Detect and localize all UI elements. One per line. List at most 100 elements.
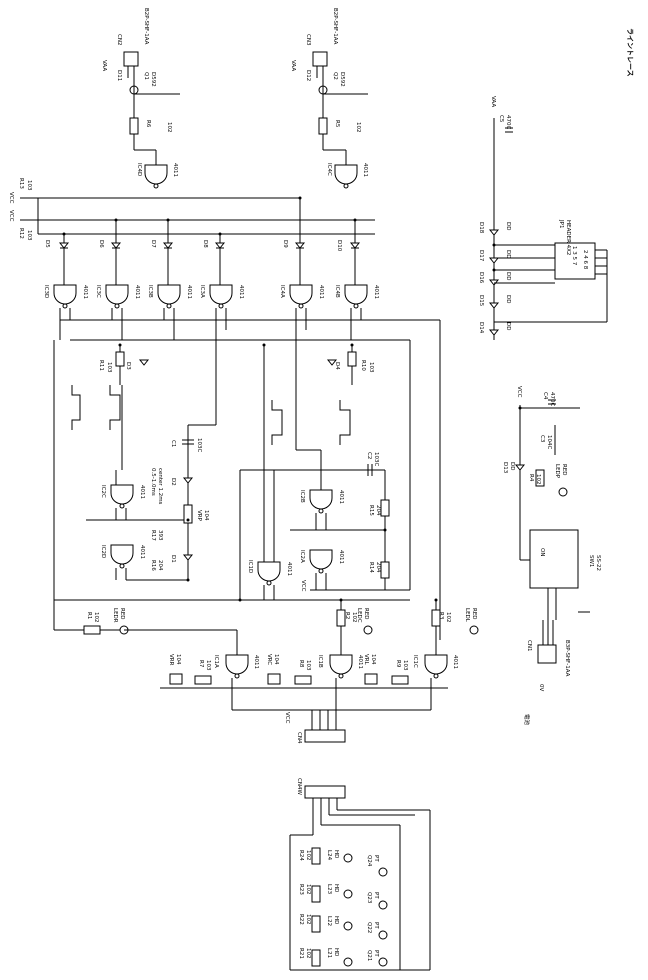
gate-ic3d: IC3D 4011: [43, 284, 88, 309]
capacitor-c5: C5 470C: [498, 115, 513, 133]
ic3a-part: 4011: [238, 285, 244, 299]
gate-ic4a: IC4A 4011: [279, 284, 324, 309]
gate-ic1c: IC1C 4011: [412, 654, 458, 679]
d11-ref: D11: [116, 70, 122, 81]
gate-ic3b: IC3B 4011: [147, 284, 192, 309]
on-label: ON: [539, 548, 545, 556]
q22-value: PT: [373, 922, 379, 929]
q1-part: D592: [150, 72, 156, 87]
ic4c-ref: IC4C: [326, 163, 332, 176]
diode-row: D5 D6 D7 D8 D9 D10: [44, 198, 361, 285]
timing-line-2: center 1.2ms: [157, 468, 163, 505]
ic4a-ref: IC4A: [279, 285, 285, 298]
gate-ic3a: IC3A 4011: [199, 284, 244, 309]
schematic-title: ライントレース: [626, 28, 634, 77]
resistor-r5: R5 102: [318, 110, 361, 150]
l23-ref: L23: [326, 884, 332, 895]
diode-d14: D14 DD: [478, 322, 511, 336]
r5-ref: R5: [334, 120, 340, 128]
vrp-value: 104: [203, 510, 209, 521]
q24-ref: Q24: [366, 855, 372, 867]
connector-cn3: CN3 B2P-SHF-1AA: [305, 8, 338, 78]
resistor-r24: R24 102: [298, 847, 321, 865]
d3-ref: D3: [125, 362, 131, 370]
ic3b-part: 4011: [186, 285, 192, 299]
gate-ic1b: IC1B 4011: [317, 654, 363, 679]
ic3c-part: 4011: [134, 285, 140, 299]
pot-vrl: VRL 104: [363, 654, 378, 685]
resistor-r21: R21 102: [298, 948, 321, 967]
vrc-value: 104: [273, 654, 279, 665]
capacitor-c1: C1 103C: [170, 425, 202, 458]
ledc-value: RED: [363, 608, 369, 620]
resistor-r1: R1 102: [54, 612, 120, 635]
capacitor-c3: C3 104C: [539, 425, 556, 455]
r5-value: 102: [355, 122, 361, 133]
jp1-pins-even: 2 4 6 8: [582, 250, 588, 270]
gate-ic4d: IC4D 4011: [136, 163, 178, 189]
diode-d1: D1: [170, 540, 194, 580]
header-jp1: JP1 HEADER 4X2 1 3 5 7 2 4 6 8: [554, 219, 596, 280]
transistor-q2: Q2 D592 D12 VAA: [290, 60, 368, 110]
ic3a-ref: IC3A: [199, 285, 205, 298]
gate-ic4b: IC4B 4011: [334, 284, 379, 309]
r3-ref: R3: [438, 612, 444, 620]
junctions: [62, 196, 522, 602]
ic4b-part: 4011: [373, 285, 379, 299]
d18-ref: D18: [478, 222, 484, 234]
ledl-ref: LEDL: [464, 608, 470, 623]
r16-ref: R16: [150, 560, 156, 571]
pot-vrr: VRR 104: [168, 654, 183, 685]
ic1a-ref: IC1A: [213, 655, 219, 668]
r10-ref: R10: [360, 360, 366, 371]
jp1-part: HEADER 4X2: [565, 220, 571, 255]
cn3-part: B2P-SHF-1AA: [332, 8, 338, 45]
r9-ref: R9: [395, 660, 401, 668]
diode-d6: D6: [98, 220, 122, 285]
ledp-value: RED: [561, 464, 567, 476]
battery-label: 電池: [523, 714, 531, 726]
capacitor-c2: C2 103C: [240, 452, 385, 476]
vrc-ref: VRC: [266, 654, 272, 665]
ledp-ref: LEDP: [554, 464, 560, 479]
ic4d-part: 4011: [172, 163, 178, 177]
cn3-ref: CN3: [305, 34, 311, 46]
d6-ref: D6: [98, 240, 104, 248]
r10-value: 103: [368, 362, 374, 373]
ic3d-part: 4011: [82, 285, 88, 299]
r21-value: 102: [305, 948, 311, 959]
diode-d8: D8: [202, 234, 226, 285]
q21-ref: Q21: [366, 950, 372, 961]
phototr-q23: Q23 PT: [366, 892, 388, 910]
c3-value: 104C: [546, 435, 552, 449]
connector-cn1: CN1 B3P-SHF-1AA 0V 電池: [523, 620, 570, 726]
ic2d-ref: IC2D: [100, 545, 106, 558]
d5-ref: D5: [44, 240, 50, 248]
gate-ic2c: IC2C 4011: [100, 484, 145, 509]
c4-value: 470C: [549, 392, 555, 406]
diode-d9: D9: [282, 198, 306, 285]
d12-ref: D12: [305, 70, 311, 81]
r2-value: 102: [351, 612, 357, 623]
r14-value: 204: [375, 562, 381, 573]
vcc-label-1: VCC: [8, 192, 14, 204]
phototr-q22: Q22 PT: [366, 922, 388, 940]
cn4w-ref: CN4W: [296, 778, 302, 795]
r12-value: 103: [26, 230, 32, 241]
ic2b-ref: IC2B: [299, 490, 305, 503]
diode-d2: D2: [170, 458, 194, 500]
r12-ref: R12: [18, 228, 24, 239]
resistor-r15: R15 204: [368, 470, 390, 530]
diode-d3: D3: [125, 359, 150, 370]
gate-ic4c: IC4C 4011: [326, 163, 368, 189]
resistor-r12: R12 103 VCC: [8, 210, 32, 241]
d13-ref: D13: [502, 462, 508, 474]
q23-value: PT: [373, 892, 379, 899]
phototr-q24: Q24 PT: [366, 855, 388, 877]
vaa-label-top: VAA: [490, 96, 496, 107]
d10-ref: D10: [336, 240, 342, 252]
r8-value: 103: [305, 660, 311, 671]
ic2a-ref: IC2A: [299, 550, 305, 563]
c5-value: 470C: [505, 115, 511, 129]
resistor-r13: R13 103 VCC: [8, 178, 32, 204]
